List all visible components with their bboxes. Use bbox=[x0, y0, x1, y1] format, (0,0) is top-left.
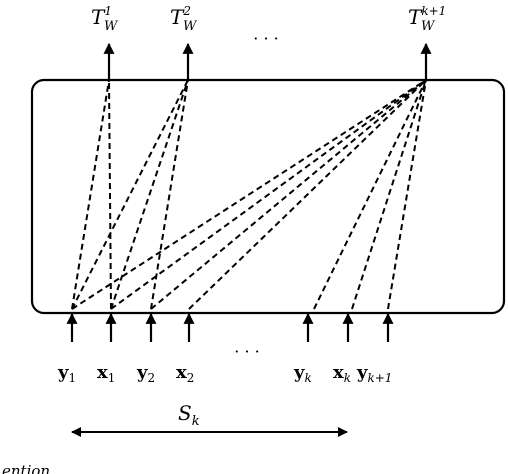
attention-block bbox=[30, 78, 506, 315]
connection-line bbox=[71, 79, 189, 310]
connection-line bbox=[387, 79, 427, 310]
output-label-subscript: W bbox=[183, 19, 198, 34]
input-label: y1 bbox=[57, 362, 76, 385]
bottom-fragment: ention bbox=[2, 462, 50, 474]
connection-lines bbox=[71, 79, 427, 310]
output-label: T1 bbox=[91, 4, 112, 29]
input-label: yk bbox=[293, 362, 312, 385]
connection-line bbox=[351, 79, 427, 310]
input-label: y2 bbox=[136, 362, 155, 385]
connection-line bbox=[110, 79, 427, 310]
input-label: x2 bbox=[176, 362, 194, 385]
connection-line bbox=[313, 79, 427, 310]
connection-line bbox=[71, 79, 427, 310]
input-arrows bbox=[66, 312, 394, 342]
output-label: Tk+1 bbox=[408, 4, 446, 29]
output-label-subscript: W bbox=[104, 19, 119, 34]
span-label-text: Sk bbox=[178, 401, 200, 429]
input-label: x1 bbox=[97, 362, 115, 385]
connection-line bbox=[71, 79, 110, 310]
input-label: yk+1 bbox=[356, 362, 392, 385]
input-ellipsis: · · · bbox=[234, 342, 259, 361]
connection-line bbox=[150, 79, 189, 310]
input-label: xk bbox=[333, 362, 351, 385]
connection-line bbox=[108, 79, 112, 310]
output-label: T2 bbox=[170, 4, 191, 29]
output-ellipsis: · · · bbox=[253, 29, 278, 48]
output-arrows bbox=[103, 42, 432, 80]
span-label: Sk bbox=[178, 401, 200, 429]
output-label-subscript: W bbox=[421, 19, 436, 34]
connection-line bbox=[150, 79, 427, 310]
connection-line bbox=[188, 79, 427, 310]
connection-line bbox=[110, 79, 189, 310]
